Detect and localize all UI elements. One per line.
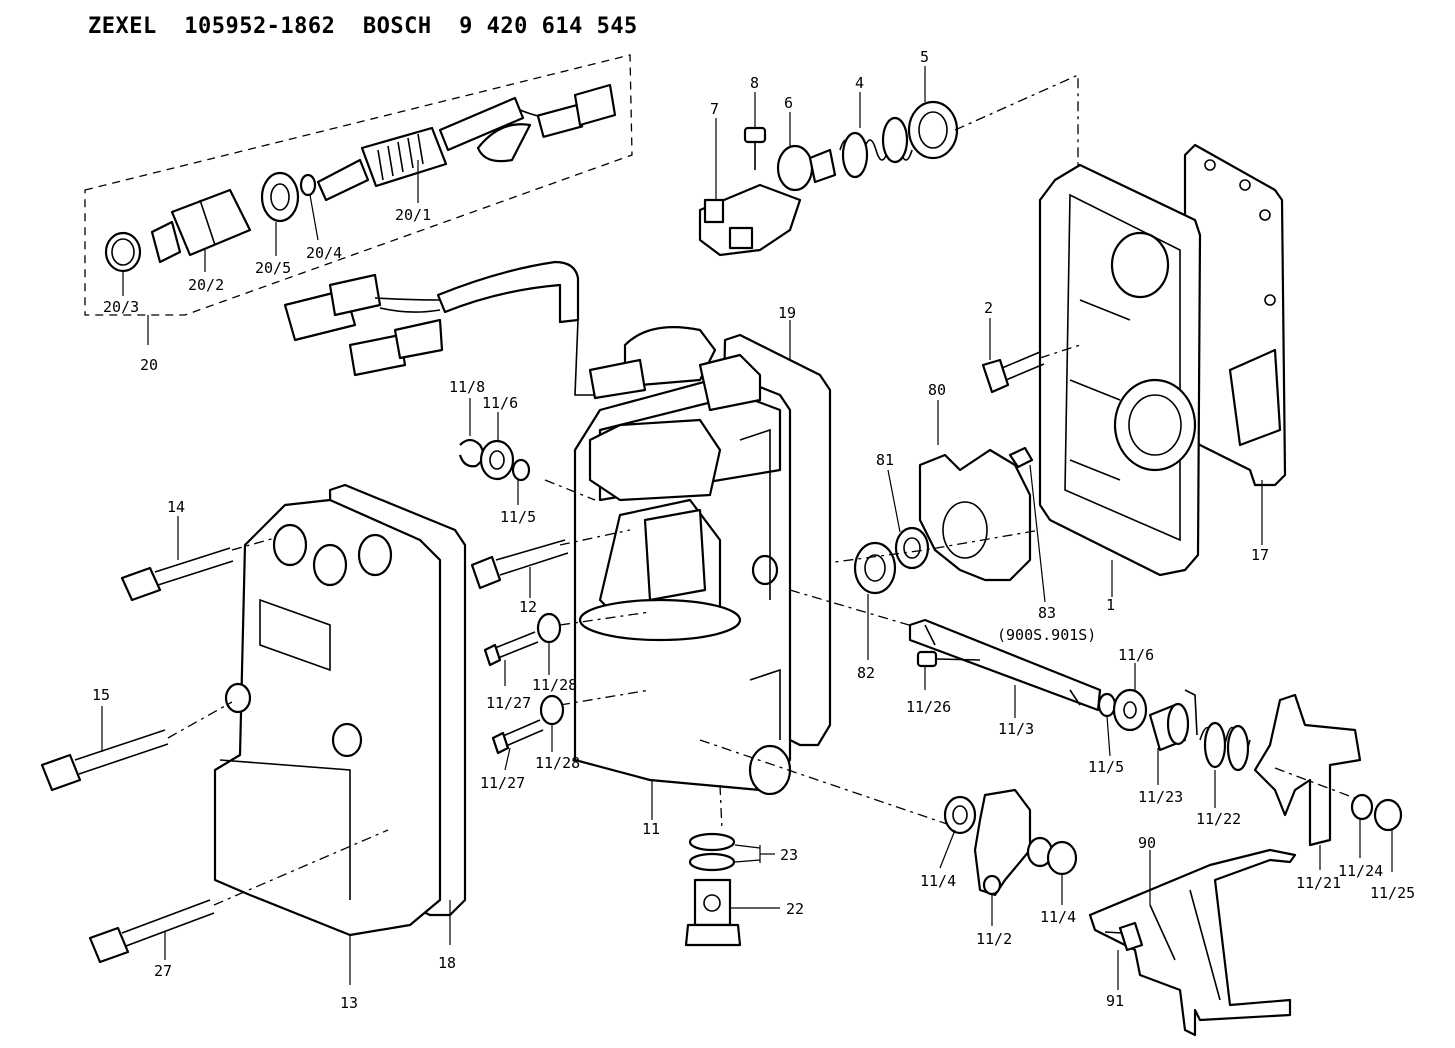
label-8: 8 <box>750 74 759 92</box>
label-11-24: 11/24 <box>1338 862 1383 880</box>
label-11-27-b: 11/27 <box>480 774 525 792</box>
part-90-bracket <box>1088 848 1297 1037</box>
label-20-2: 20/2 <box>188 276 224 294</box>
part-20-2-fitting <box>150 188 252 272</box>
label-20-1: 20/1 <box>395 206 431 224</box>
part-20-1-sensor <box>316 83 617 203</box>
label-81: 81 <box>876 451 894 469</box>
label-1: 1 <box>1106 596 1115 614</box>
part-4-spring <box>839 92 913 179</box>
part-81-washer <box>887 469 930 570</box>
label-11-6-b: 11/6 <box>1118 646 1154 664</box>
part-20-3-washer <box>104 231 142 296</box>
part-11-4-washer-b <box>1046 840 1078 905</box>
label-5: 5 <box>920 48 929 66</box>
part-labels: 1 2 4 5 6 7 8 11 12 13 14 15 17 18 19 20… <box>92 48 1415 1012</box>
part-11-27-screw-b <box>491 719 544 771</box>
label-17: 17 <box>1251 546 1269 564</box>
harness-connector <box>283 260 610 396</box>
page-title: ZEXEL 105952-1862 BOSCH 9 420 614 545 <box>88 14 638 39</box>
label-14: 14 <box>167 498 185 516</box>
part-80-coupling <box>918 400 1032 582</box>
label-13: 13 <box>340 994 358 1012</box>
part-11-28-nut-b <box>539 694 565 752</box>
part-7-bracket <box>698 118 802 257</box>
label-7: 7 <box>710 100 719 118</box>
part-20-4-washer <box>299 173 319 241</box>
label-11-8: 11/8 <box>449 378 485 396</box>
group-20-enclosure <box>84 54 633 345</box>
label-90: 90 <box>1138 834 1156 852</box>
part-11-6-washer-b <box>1112 663 1148 732</box>
label-11-21: 11/21 <box>1296 874 1341 892</box>
part-2-bolt <box>981 318 1081 394</box>
part-11-26-screw <box>916 650 981 690</box>
part-11-5-oring-a <box>511 458 531 505</box>
part-11-24-washer <box>1350 793 1374 858</box>
label-80: 80 <box>928 381 946 399</box>
part-27-bolt <box>88 829 389 964</box>
part-8-screw <box>743 92 767 170</box>
label-23: 23 <box>780 846 798 864</box>
label-11-6-a: 11/6 <box>482 394 518 412</box>
part-13-cover <box>213 498 442 985</box>
part-5-seal <box>907 66 959 160</box>
part-20-5-nut <box>260 171 300 256</box>
part-11-22-spring <box>1184 689 1251 808</box>
label-6: 6 <box>784 94 793 112</box>
part-91-screw <box>1104 921 1144 990</box>
label-11-5-b: 11/5 <box>1088 758 1124 776</box>
label-11-28-a: 11/28 <box>532 676 577 694</box>
part-23-washers <box>688 832 775 872</box>
label-20-5: 20/5 <box>255 259 291 277</box>
label-12: 12 <box>519 598 537 616</box>
part-14-bolt <box>120 516 276 602</box>
part-12-bolt <box>470 539 569 598</box>
label-83-note: (900S.901S) <box>997 626 1096 644</box>
label-82: 82 <box>857 664 875 682</box>
part-11-6-washer-a <box>479 412 515 481</box>
label-83: 83 <box>1038 604 1056 622</box>
part-11-5-oring-b <box>1097 692 1117 757</box>
part-15-bolt <box>40 701 233 792</box>
label-20: 20 <box>140 356 158 374</box>
part-11-21-lever <box>1253 693 1362 870</box>
part-11-27-screw-a <box>483 631 539 686</box>
part-1-housing <box>1038 163 1282 597</box>
part-82-nut <box>853 541 897 660</box>
part-11-28-nut-a <box>536 612 562 675</box>
label-11-2: 11/2 <box>976 930 1012 948</box>
part-6-plunger <box>776 112 837 192</box>
part-11-8-circlip <box>458 398 485 468</box>
label-11: 11 <box>642 820 660 838</box>
label-91: 91 <box>1106 992 1124 1010</box>
label-15: 15 <box>92 686 110 704</box>
part-11-23-sleeve <box>1148 702 1190 785</box>
label-22: 22 <box>786 900 804 918</box>
label-11-26: 11/26 <box>906 698 951 716</box>
label-11-22: 11/22 <box>1196 810 1241 828</box>
label-19: 19 <box>778 304 796 322</box>
label-11-4-b: 11/4 <box>1040 908 1076 926</box>
part-83-key <box>1008 446 1046 603</box>
label-27: 27 <box>154 962 172 980</box>
label-2: 2 <box>984 299 993 317</box>
part-22-banjo-bolt <box>684 878 780 947</box>
part-11-25-nut <box>1373 798 1403 872</box>
label-11-4-a: 11/4 <box>920 872 956 890</box>
part-11-governor-body <box>573 326 792 820</box>
label-11-3: 11/3 <box>998 720 1034 738</box>
label-11-28-b: 11/28 <box>535 754 580 772</box>
part-11-4-washer-a <box>939 795 977 869</box>
label-4: 4 <box>855 74 864 92</box>
label-11-23: 11/23 <box>1138 788 1183 806</box>
label-11-25: 11/25 <box>1370 884 1415 902</box>
label-18: 18 <box>438 954 456 972</box>
label-11-27-a: 11/27 <box>486 694 531 712</box>
label-20-4: 20/4 <box>306 244 342 262</box>
part-11-2-lever <box>973 788 1054 926</box>
label-20-3: 20/3 <box>103 298 139 316</box>
label-11-5-a: 11/5 <box>500 508 536 526</box>
